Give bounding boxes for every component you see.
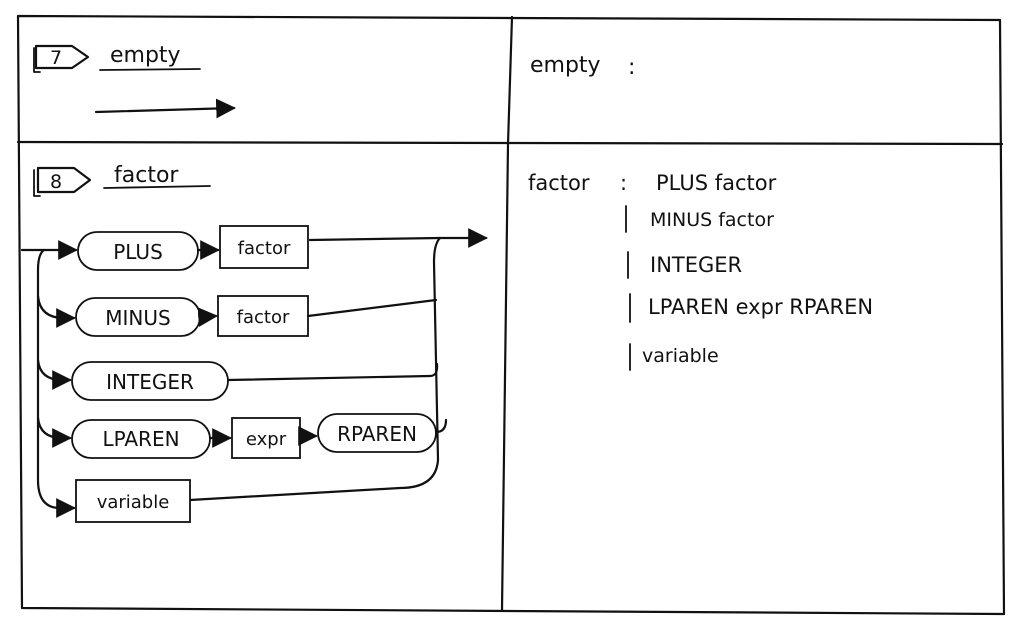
diagram-row-plus: PLUS factor [42,225,309,271]
panel-number: 7 [50,47,62,69]
rule-colon: : [620,171,627,195]
table-grid [16,14,1006,616]
terminal-label: INTEGER [106,370,194,394]
rule-alternative: LPAREN expr RPAREN [648,295,873,319]
rule-alternative: variable [642,345,719,367]
rule-alternative: INTEGER [650,253,742,277]
rule-name: factor [114,163,179,188]
panel-number-tag: 8 [33,166,92,197]
nonterminal-box [217,295,309,337]
terminal-label: MINUS [105,306,170,330]
panel-factor-rule: factor : PLUS factor MINUS factor INTEGE… [528,171,873,371]
nonterminal-label: variable [97,492,170,513]
nonterminal-box [219,225,309,269]
rule-lhs: factor [528,171,590,195]
panel-empty-rule: empty : [530,53,635,80]
rule-alternative: MINUS factor [650,209,774,231]
diagram-row-integer: INTEGER [36,358,439,401]
nonterminal-box [75,479,191,523]
nonterminal-label: factor [237,307,290,328]
panel-number-tag: 7 [33,44,90,73]
diagram-row-variable: variable [56,479,191,523]
panel-number: 8 [50,171,62,193]
rule-lhs: empty [530,53,601,78]
diagram-row-minus: MINUS factor [36,294,438,337]
terminal-label: PLUS [113,240,163,264]
terminal-label: LPAREN [102,427,179,451]
rule-colon: : [628,55,635,80]
diagram-row-lparen: LPAREN expr RPAREN [36,413,448,459]
rule-alternative: PLUS factor [656,171,777,195]
panel-factor-diagram: 8 factor PLUS factor MINUS factor [20,163,488,523]
nonterminal-box [231,417,301,459]
terminal-label: RPAREN [337,422,417,446]
nonterminal-label: factor [238,238,291,259]
empty-path-arrow [94,98,236,119]
rule-name: empty [110,43,181,68]
panel-empty-diagram: 7 empty [33,43,236,119]
nonterminal-label: expr [246,429,287,450]
